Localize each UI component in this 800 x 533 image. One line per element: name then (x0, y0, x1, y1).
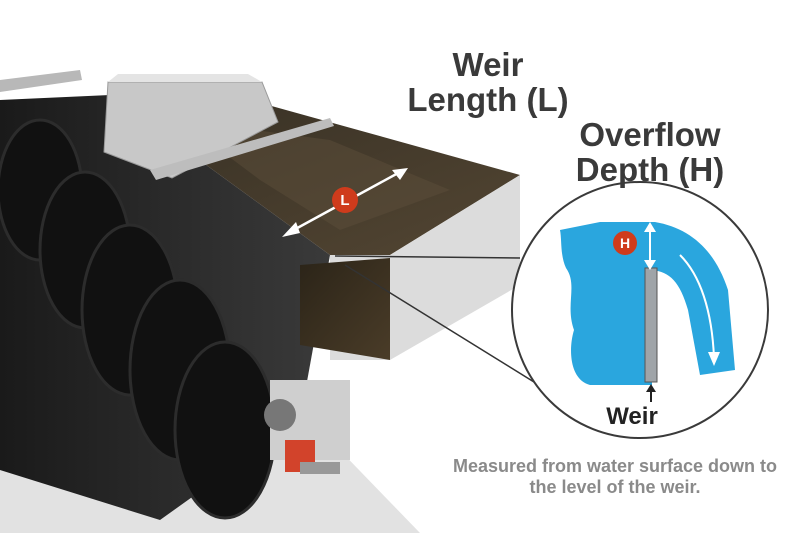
screw-flights (0, 118, 277, 520)
weir-length-title: Weir Length (L) (407, 46, 569, 118)
weir-edge-face (300, 258, 390, 360)
drive-motor (264, 380, 350, 474)
length-badge (332, 187, 358, 213)
callout-line-top (334, 255, 521, 259)
top-rail (0, 70, 82, 92)
depth-badge-letter: H (620, 235, 630, 251)
weir-plate (644, 267, 658, 383)
length-badge-letter: L (340, 192, 349, 209)
depth-dimension-arrow (644, 222, 656, 270)
hopper-top (108, 74, 262, 82)
weir-label: Weir (606, 403, 658, 430)
angle-rail (150, 118, 334, 180)
measurement-note: Measured from water surface down to the … (452, 456, 778, 497)
weir-pointer-arrow (646, 384, 656, 402)
overflow-depth-title: Overflow Depth (H) (575, 116, 725, 188)
depth-badge (613, 231, 637, 255)
flow-arrow (679, 254, 720, 366)
callout-line-bottom (344, 264, 556, 396)
